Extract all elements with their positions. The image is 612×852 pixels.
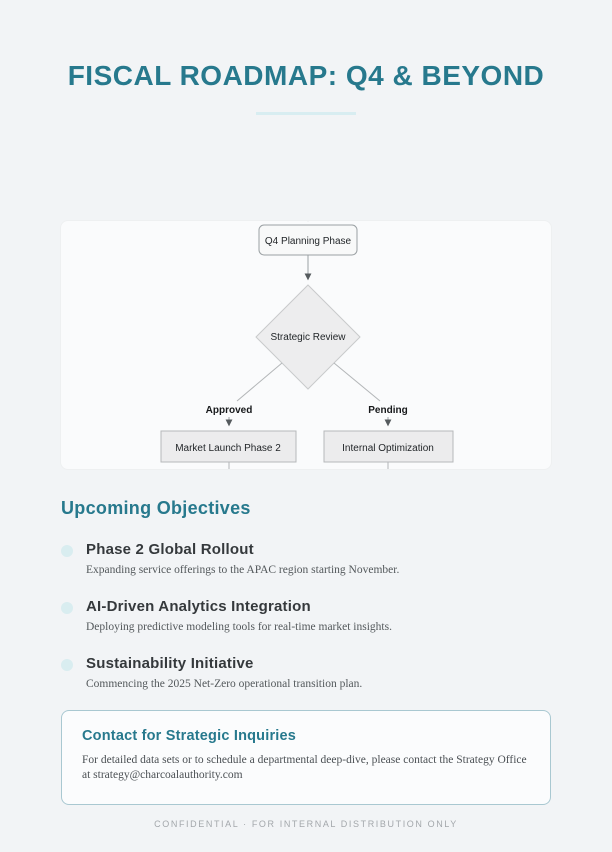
objectives-heading: Upcoming Objectives (61, 498, 251, 518)
contact-body-text: For detailed data sets or to schedule a … (82, 754, 527, 781)
bullet-icon (61, 659, 73, 671)
flowchart-diagram: Q4 Planning Phase Strategic Review Appro… (160, 221, 454, 469)
flowchart-node-decision-label: Strategic Review (270, 332, 346, 343)
flow-edge-left-diagonal (236, 362, 283, 402)
objective-title: AI-Driven Analytics Integration (86, 598, 311, 615)
list-item: Sustainability Initiative Commencing the… (61, 655, 551, 695)
bullet-icon (61, 602, 73, 614)
objective-description: Deploying predictive modeling tools for … (86, 621, 392, 633)
contact-callout: Contact for Strategic Inquiries For deta… (61, 710, 551, 805)
flow-edge-label-pending: Pending (368, 405, 407, 416)
flowchart-panel: Q4 Planning Phase Strategic Review Appro… (60, 220, 552, 470)
flowchart-node-market-launch-label: Market Launch Phase 2 (175, 443, 281, 454)
confidentiality-footer: CONFIDENTIAL · FOR INTERNAL DISTRIBUTION… (154, 819, 458, 829)
title-underline (256, 112, 356, 115)
contact-heading: Contact for Strategic Inquiries (82, 728, 297, 744)
report-page: FISCAL ROADMAP: Q4 & BEYOND Q4 Planning … (0, 60, 612, 852)
flow-edge-label-approved: Approved (206, 405, 253, 416)
objective-title: Sustainability Initiative (86, 655, 254, 672)
flow-edge-right-diagonal (333, 362, 381, 402)
objectives-section: Upcoming Objectives Phase 2 Global Rollo… (61, 498, 551, 712)
page-title: FISCAL ROADMAP: Q4 & BEYOND (67, 60, 545, 91)
flowchart-node-market-launch (160, 430, 297, 463)
list-item: AI-Driven Analytics Integration Deployin… (61, 598, 551, 638)
list-item: Phase 2 Global Rollout Expanding service… (61, 541, 551, 581)
bullet-icon (61, 545, 73, 557)
flowchart-node-internal-optimization-label: Internal Optimization (342, 443, 434, 454)
flowchart-node-start-label: Q4 Planning Phase (265, 236, 352, 247)
objective-title: Phase 2 Global Rollout (86, 541, 254, 558)
objective-description: Commencing the 2025 Net-Zero operational… (86, 678, 363, 690)
objective-description: Expanding service offerings to the APAC … (86, 564, 400, 576)
flowchart-node-internal-optimization (323, 430, 454, 463)
